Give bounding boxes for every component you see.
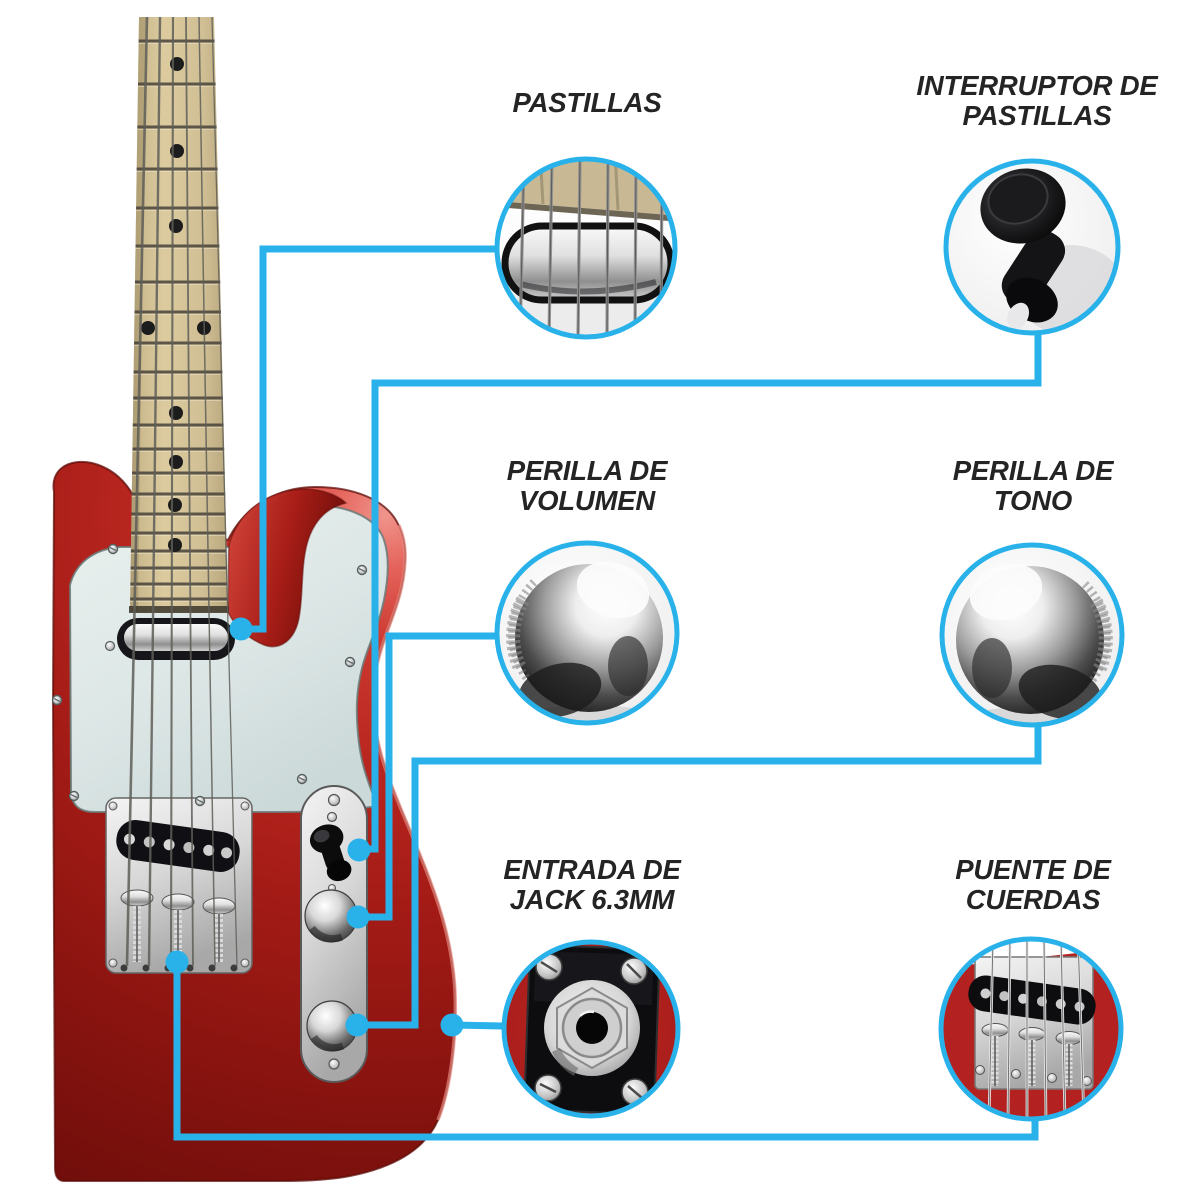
callout-circle-tono xyxy=(939,542,1125,728)
pickguard-screws xyxy=(51,543,368,807)
fretboard-frets xyxy=(130,39,228,602)
connector-interruptor xyxy=(363,335,1042,853)
label-line: PASTILLAS xyxy=(512,87,662,118)
control-plate xyxy=(300,785,368,1083)
connector-tono xyxy=(362,727,1042,1029)
label-line: ENTRADA DE xyxy=(503,854,681,885)
neck-pickup xyxy=(104,618,235,660)
callout-label-perilla-de-volumen: PERILLA DE VOLUMEN xyxy=(506,455,668,516)
guitar-strings xyxy=(125,16,238,967)
label-line: PUENTE DE xyxy=(955,854,1111,885)
callout-circle-jack xyxy=(501,939,681,1119)
label-line: INTERRUPTOR DE xyxy=(916,70,1158,101)
callout-label-puente-de-cuerdas: PUENTE DE CUERDAS xyxy=(955,855,1111,915)
dot-neck-pickup xyxy=(229,617,253,641)
label-line: CUERDAS xyxy=(965,884,1101,915)
bridge-assembly xyxy=(105,797,253,974)
connector-pastillas xyxy=(244,245,495,633)
callout-label-interruptor-de-pastillas: INTERRUPTOR DE PASTILLAS xyxy=(916,71,1157,131)
connector-endpoint-dots xyxy=(165,617,464,1037)
callout-circle-puente xyxy=(938,936,1124,1122)
callout-circle-interruptor xyxy=(943,158,1121,336)
connector-volumen xyxy=(363,632,495,921)
bridge-pickup xyxy=(116,820,240,872)
fretboard-end-shadow xyxy=(129,606,229,613)
callout-label-entrada-de-jack: ENTRADA DE JACK 6.3MM xyxy=(503,855,680,915)
pickup-zoom-icon xyxy=(497,159,675,337)
label-line: PERILLA DE xyxy=(506,455,668,486)
label-line: PASTILLAS xyxy=(962,100,1112,131)
callout-connectors xyxy=(165,245,1042,1141)
pickup-selector-switch xyxy=(309,824,352,882)
zoom-saddle-springs xyxy=(981,1023,1083,1086)
guitar-illustration xyxy=(51,16,458,1182)
label-line: PERILLA DE xyxy=(952,455,1114,486)
label-line: TONO xyxy=(993,485,1073,516)
dot-tone-knob xyxy=(345,1013,369,1037)
label-line: JACK 6.3MM xyxy=(509,884,675,915)
callout-label-pastillas: PASTILLAS xyxy=(513,88,662,118)
callout-label-perilla-de-tono: PERILLA DE TONO xyxy=(952,455,1114,516)
dot-jack xyxy=(440,1013,464,1037)
cutaway-scoop xyxy=(227,488,348,648)
callout-circle-pastillas xyxy=(494,156,678,340)
label-line: VOLUMEN xyxy=(518,485,656,516)
dot-volume-knob xyxy=(346,905,370,929)
callout-circle-volumen xyxy=(494,540,680,726)
zoom-strings xyxy=(987,939,1086,1119)
jack-zoom-icon xyxy=(523,944,661,1115)
body-edge-highlight xyxy=(371,524,458,1121)
dot-switch xyxy=(347,838,371,862)
bridge-zoom-icon xyxy=(941,939,1121,1119)
connector-puente xyxy=(173,964,1039,1141)
dot-bridge xyxy=(165,950,189,974)
